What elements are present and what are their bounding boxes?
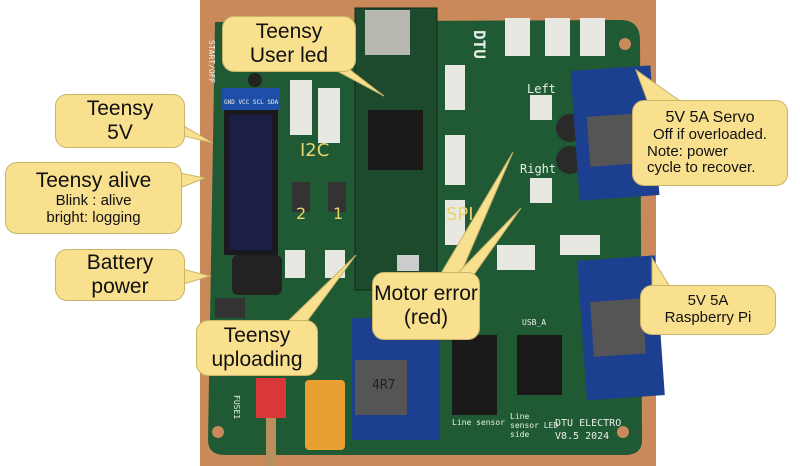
i2c-label: I2C: [300, 140, 330, 161]
start-button: [248, 73, 262, 87]
callout-teensy-alive: Teensy alive Blink : alive bright: loggi…: [5, 162, 182, 234]
mount-hole: [619, 38, 631, 50]
line-sensor-led-connector: [517, 335, 562, 395]
version-label: DTU ELECTRO: [555, 418, 622, 429]
start-off-label: START/OFF: [207, 40, 216, 84]
line-sensor-connector: [452, 335, 497, 415]
usb-label: USB_A: [522, 318, 547, 327]
version-number: V8.5 2024: [555, 431, 610, 442]
callout-motor-error: Motor error(red): [372, 272, 480, 340]
sd-card-slot: [365, 10, 410, 55]
usb-port: [397, 255, 419, 271]
right-motor-label: Right: [520, 162, 557, 176]
mount-hole: [212, 426, 224, 438]
spi-label: SPI: [446, 204, 474, 225]
left-motor-label: Left: [527, 82, 556, 96]
dtu-logo: DTU: [470, 30, 489, 59]
inductor-label: 4R7: [372, 378, 396, 393]
mount-hole: [617, 426, 629, 438]
oled-pin-labels: GND VCC SCL SDA: [224, 99, 279, 106]
power-switch: [256, 378, 286, 418]
teensy-cpu: [368, 110, 423, 170]
line-sensor-led-label: Line sensor LED side: [510, 412, 559, 439]
callout-servo-power: 5V 5A Servo Off if overloaded. Note: pow…: [632, 100, 788, 186]
xt60-connector: [305, 380, 345, 450]
port-1-label: 1: [333, 204, 344, 223]
battery-connector: [232, 255, 282, 295]
callout-pointers: [168, 61, 692, 325]
fuse-label: FUSE1: [232, 395, 241, 420]
line-sensor-label: Line sensor: [452, 418, 505, 427]
connectors: [285, 18, 605, 278]
port-2-label: 2: [296, 204, 307, 223]
oled-header: [222, 88, 280, 110]
